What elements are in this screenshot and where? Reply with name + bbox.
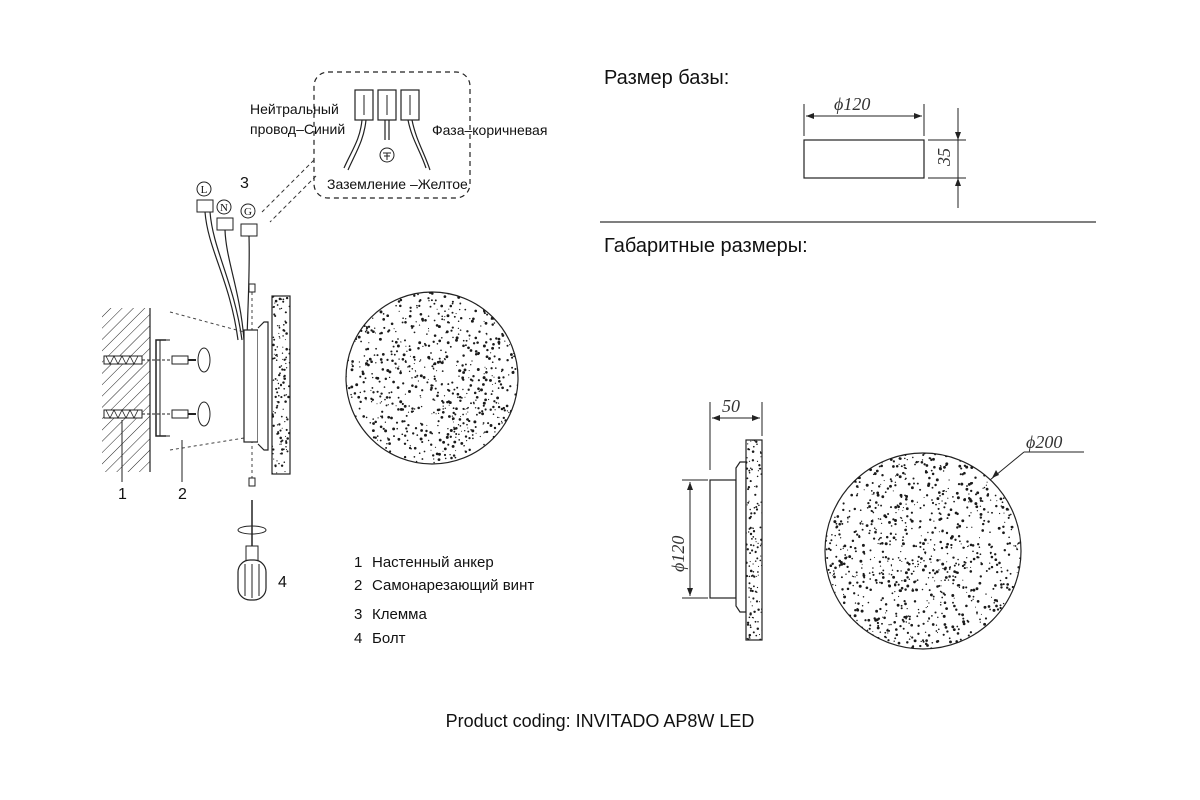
- callout-3: 3: [240, 175, 249, 192]
- terminal-label-G: G: [244, 206, 252, 218]
- lamp-front-view-left: [345, 291, 519, 465]
- wall: [102, 308, 151, 472]
- legend-text-3: Клемма: [372, 606, 427, 623]
- base-diameter-label: ϕ120: [834, 94, 870, 114]
- terminal-block-ground: [377, 89, 397, 163]
- terminal-block-neutral: [343, 89, 374, 171]
- phase-wire-label: Фаза–коричневая: [432, 122, 547, 138]
- legend-text-1: Настенный анкер: [372, 554, 494, 571]
- callout-1: 1: [118, 486, 127, 503]
- neutral-wire-label-line1: Нейтральный: [250, 101, 339, 117]
- overall-size-heading: Габаритные размеры:: [604, 235, 808, 257]
- terminal-block-phase: [400, 89, 431, 171]
- callout-2: 2: [178, 486, 187, 503]
- legend-num-2: 2: [354, 577, 362, 594]
- screwdriver-bolt: [237, 500, 267, 601]
- terminal-label-N: N: [220, 202, 228, 214]
- terminal-label-L: L: [201, 184, 208, 196]
- neutral-wire-label-line2: провод–Синий: [250, 121, 345, 137]
- parts-legend: 1 Настенный анкер 2 Самонарезающий винт …: [354, 554, 534, 647]
- overall-disc-diameter-label: ϕ200: [1026, 432, 1062, 452]
- base-size-drawing: [803, 104, 966, 208]
- overall-base-diameter-label: ϕ120: [668, 536, 688, 572]
- terminals-lng: [196, 181, 258, 341]
- lamp-side-view-left: [243, 283, 291, 487]
- overall-front-view: [824, 451, 1084, 650]
- detail-leader-1: [261, 159, 315, 213]
- legend-text-4: Болт: [372, 630, 406, 647]
- base-height-label: 35: [934, 148, 954, 167]
- wiring-detail-box: [313, 71, 471, 199]
- base-size-heading: Размер базы:: [604, 67, 729, 89]
- ground-wire-label: Заземление –Желтое: [327, 176, 468, 192]
- overall-side-view: [682, 402, 763, 641]
- legend-num-4: 4: [354, 630, 362, 647]
- product-coding: Product coding: INVITADO AP8W LED: [446, 711, 755, 731]
- overall-depth-label: 50: [722, 396, 740, 416]
- self-tapping-screws: [142, 347, 211, 427]
- mounting-bracket: [155, 339, 170, 437]
- detail-leader-2: [269, 175, 317, 223]
- callout-4: 4: [278, 574, 287, 591]
- legend-num-3: 3: [354, 606, 362, 623]
- legend-text-2: Самонарезающий винт: [372, 577, 534, 594]
- legend-num-1: 1: [354, 554, 362, 571]
